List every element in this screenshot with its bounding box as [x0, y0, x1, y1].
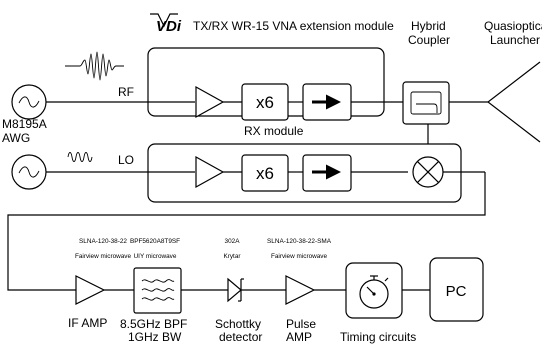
tx-amplifier-icon [195, 85, 225, 119]
vdi-logo: VDi [150, 13, 182, 35]
awg-label-line2: AWG [2, 131, 30, 145]
if-route-line [7, 172, 486, 291]
bpf-vendor: UIY microwave [134, 253, 177, 260]
if-amp-icon [75, 275, 106, 305]
detector-vendor: Krytar [223, 253, 241, 260]
timing-circuits-label: Timing circuits [340, 330, 416, 344]
launcher-label-line1: Quasioptical [484, 19, 542, 33]
hybrid-coupler-box [402, 81, 450, 125]
timing-circuits-box [345, 262, 403, 319]
bpf-label-line1: 8.5GHz BPF [120, 317, 187, 331]
awg-label-line1: M8195A [2, 117, 47, 131]
bandpass-filter-icon [141, 279, 175, 301]
pulse-amp-icon [285, 275, 316, 305]
coupler-icon [416, 103, 438, 113]
coupler-label-line1: Hybrid [411, 19, 446, 33]
pc-label: PC [446, 283, 467, 300]
rx-amplifier-icon [195, 155, 225, 189]
tx-module-title: TX/RX WR-15 VNA extension module [193, 19, 394, 33]
coupler-label-line2: Coupler [408, 33, 450, 47]
vdi-logo-text: VDi [156, 18, 182, 35]
rf-pulse-waveform [65, 51, 124, 81]
launcher-label-line2: Launcher [490, 33, 540, 47]
detector-part-number: 302A [225, 238, 241, 245]
rx-multiplier-box [241, 154, 289, 192]
pulse-amp-label-line2: AMP [286, 330, 312, 344]
pulse-amp-part-number: SLNA-120-38-22-SMA [267, 238, 332, 245]
pulse-amp-vendor: Fairview microwave [271, 253, 328, 260]
rx-multiplier-label: x6 [256, 164, 274, 183]
rf-label: RF [118, 85, 134, 99]
horn-antenna-icon [487, 61, 541, 143]
lo-label: LO [118, 153, 134, 167]
sine-icon [18, 166, 40, 178]
bpf-label-line2: 1GHz BW [128, 330, 182, 344]
lo-cw-waveform [67, 152, 93, 162]
bpf-part-number: BPF5620A8T9SF [130, 238, 180, 245]
detector-label-line1: Schottky [215, 317, 261, 331]
pc-box [429, 257, 484, 322]
pulse-amp-label-line1: Pulse [286, 317, 316, 331]
rx-module-title: RX module [244, 124, 304, 138]
if-amp-label: IF AMP [68, 316, 107, 330]
detector-label-line2: detector [219, 330, 262, 344]
sine-icon [18, 96, 40, 108]
stopwatch-icon [359, 275, 389, 309]
if-amp-part-number: SLNA-120-38-22 [79, 238, 127, 245]
tx-multiplier-label: x6 [256, 93, 274, 112]
if-amp-vendor: Fairview microwave [75, 253, 132, 260]
